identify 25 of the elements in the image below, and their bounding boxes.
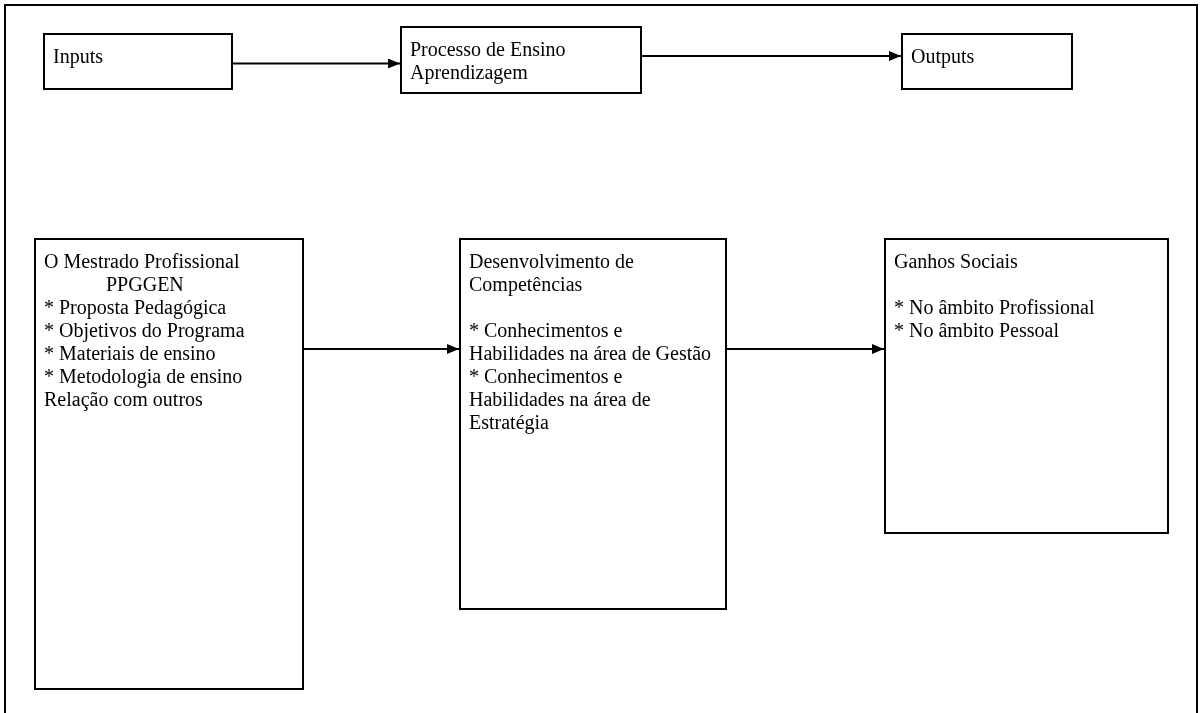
arrow	[726, 344, 885, 354]
box-text: * Conhecimentos e Habilidades na área de Estratégia	[469, 365, 652, 434]
box-text: * No âmbito Profissional	[894, 296, 1096, 319]
box-text: * Metodologia de ensino	[44, 365, 244, 388]
arrow	[303, 344, 460, 354]
output-box	[901, 33, 1073, 90]
process-details-box	[459, 238, 727, 610]
box-text: Processo de Ensino Aprendizagem	[410, 38, 567, 84]
box-text: Outputs	[911, 45, 976, 68]
box-text: * No âmbito Pessoal	[894, 319, 1060, 342]
input-box	[43, 33, 233, 90]
process-box	[400, 26, 642, 94]
arrow	[232, 58, 401, 69]
box-text: Relação com outros	[44, 388, 204, 411]
box-text: * Conhecimentos e Habilidades na área de Gestão	[469, 319, 713, 365]
box-heading: O Mestrado Profissional PPGGEN	[44, 250, 241, 296]
box-text: * Materiais de ensino	[44, 342, 217, 365]
box-text: * Objetivos do Programa	[44, 319, 246, 342]
box-text: * Proposta Pedagógica	[44, 296, 228, 319]
output-details-box	[884, 238, 1169, 534]
input-details-box	[34, 238, 304, 690]
box-text: Inputs	[53, 45, 104, 68]
arrow	[641, 51, 902, 61]
box-heading: Desenvolvimento de Competências	[469, 250, 635, 296]
box-heading: Ganhos Sociais	[894, 250, 1019, 273]
